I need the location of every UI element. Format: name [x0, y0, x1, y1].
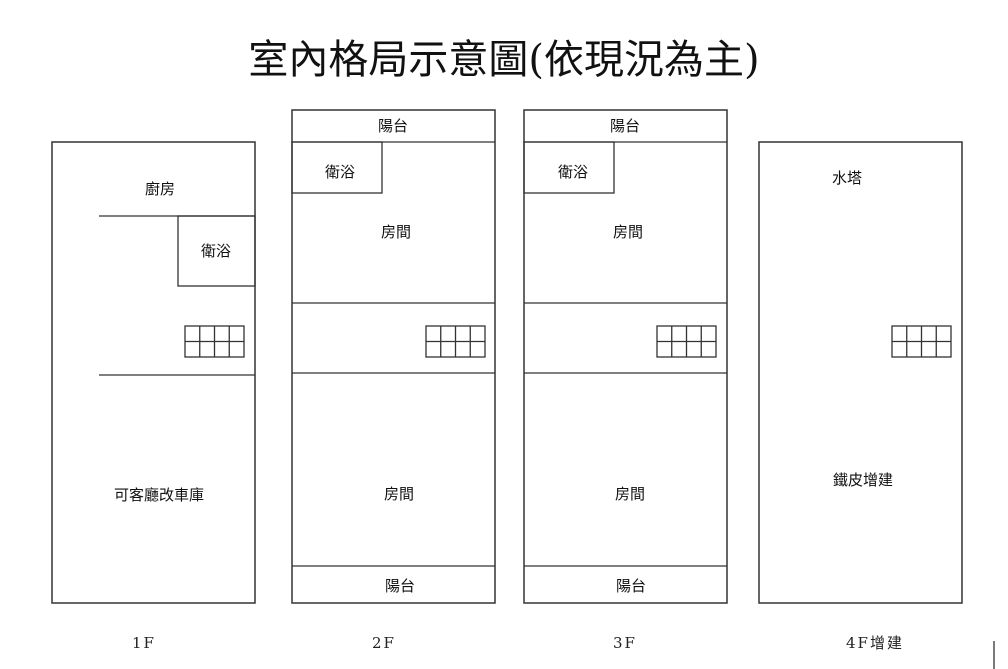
bathroom-label: 衛浴	[558, 163, 588, 181]
balcony-top-label: 陽台	[378, 117, 408, 135]
floor-1f: 廚房 衛浴 可客廳改車庫 1F	[51, 141, 256, 652]
floor-label-3f: 3F	[613, 634, 637, 652]
living-room-label: 可客廳改車庫	[114, 486, 204, 504]
bathroom-wall	[291, 141, 383, 194]
floor-3f: 陽台 衛浴 房間 房間 陽台 3F	[523, 109, 728, 652]
diagram-title: 室內格局示意圖(依現況為主)	[248, 37, 760, 83]
floor-3f-outline	[523, 109, 728, 604]
floor-1f-outline	[51, 141, 256, 604]
balcony-bottom-label: 陽台	[616, 577, 646, 595]
balcony-top-label: 陽台	[610, 117, 640, 135]
bathroom-wall	[177, 215, 256, 287]
balcony-bottom-label: 陽台	[385, 577, 415, 595]
floor-label-1f: 1F	[132, 634, 156, 652]
kitchen-label: 廚房	[145, 180, 175, 198]
water-tower-label: 水塔	[832, 169, 862, 187]
floor-4f-outline	[758, 141, 963, 604]
floor-2f-outline	[291, 109, 496, 604]
floor-label-2f: 2F	[372, 634, 396, 652]
room-lower-label: 房間	[615, 485, 645, 503]
bathroom-label: 衛浴	[325, 163, 355, 181]
bathroom-wall	[523, 141, 615, 194]
staircase-icon	[425, 325, 486, 358]
staircase-icon	[656, 325, 717, 358]
room-lower-label: 房間	[384, 485, 414, 503]
bathroom-label: 衛浴	[201, 242, 231, 260]
room-upper-label: 房間	[613, 223, 643, 241]
floor-4f: 水塔 鐵皮增建 4F增建	[758, 141, 963, 652]
room-upper-label: 房間	[381, 223, 411, 241]
floor-label-4f: 4F增建	[846, 634, 904, 652]
staircase-icon	[891, 325, 952, 358]
floor-2f: 陽台 衛浴 房間 房間 陽台 2F	[291, 109, 496, 652]
staircase-icon	[184, 325, 245, 358]
addition-label: 鐵皮增建	[833, 471, 893, 489]
